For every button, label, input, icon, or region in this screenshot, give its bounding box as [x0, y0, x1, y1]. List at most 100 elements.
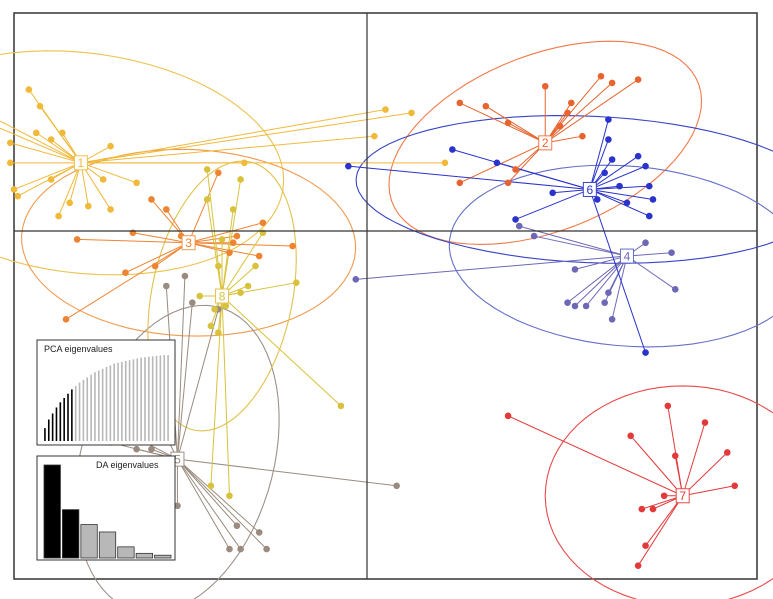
cluster-1-ellipse — [0, 50, 285, 276]
cluster-1-label-text: 1 — [78, 156, 85, 170]
cluster-8-spoke — [221, 282, 297, 297]
cluster-4-point — [671, 286, 679, 293]
cluster-2-spoke — [544, 82, 613, 144]
cluster-4-point — [668, 249, 675, 257]
cluster-7-label-box — [675, 488, 690, 504]
cluster-3-point — [148, 196, 155, 203]
cluster-1-point — [10, 186, 18, 193]
cluster-8-point — [222, 302, 230, 310]
cluster-3-point — [151, 262, 159, 270]
cluster-3-point — [229, 239, 237, 247]
cluster-8-point — [196, 292, 204, 300]
cluster-1-point — [441, 159, 449, 167]
cluster-4-spoke — [574, 255, 628, 270]
cluster-6-point — [645, 212, 653, 220]
cluster-1-point — [6, 139, 14, 147]
cluster-1-point — [99, 176, 107, 183]
cluster-2-spoke — [459, 102, 546, 144]
cluster-8-label-text: 8 — [219, 289, 226, 303]
cluster-1-point — [107, 206, 114, 213]
cluster-4-label-text: 4 — [624, 249, 631, 263]
cluster-7-ellipse — [544, 385, 773, 599]
cluster-2-point — [541, 82, 549, 90]
cluster-3-point — [73, 236, 81, 243]
cluster-6-spoke — [589, 155, 639, 190]
cluster-5-spoke — [177, 458, 397, 487]
cluster-5-spoke — [176, 309, 219, 460]
cluster-1-spoke — [10, 142, 82, 164]
cluster-7-spoke — [645, 495, 684, 547]
cluster-7-point — [701, 419, 709, 426]
cluster-4-point — [605, 289, 612, 296]
cluster-4-label: 4 — [619, 248, 634, 264]
cluster-1-point — [55, 212, 62, 220]
cluster-1-label-box — [73, 155, 88, 171]
cluster-8-point — [203, 166, 211, 173]
cluster-8-spoke — [221, 295, 230, 496]
cluster-4-point — [530, 232, 538, 240]
cluster-4-point — [515, 222, 523, 230]
da-bars — [43, 464, 172, 559]
cluster-8-ellipse — [147, 160, 297, 432]
cluster-2-point — [512, 166, 519, 173]
cluster-7-spoke — [682, 452, 728, 497]
cluster-8-point — [244, 282, 252, 290]
cluster-4-point — [642, 239, 649, 247]
cluster-4-ellipse — [448, 164, 773, 348]
cluster-6-point — [642, 162, 649, 170]
cluster-2-label-text: 2 — [542, 136, 549, 150]
cluster-1-point — [408, 109, 415, 117]
cluster-7-point — [649, 505, 657, 513]
cluster-8-label: 8 — [215, 288, 230, 304]
cluster-2-label: 2 — [538, 135, 553, 151]
cluster-4-label-box — [619, 248, 634, 264]
cluster-4-point — [582, 302, 590, 310]
cluster-8-point — [215, 262, 222, 270]
cluster-8-point — [237, 176, 244, 183]
cluster-6-point — [512, 216, 519, 223]
cluster-2-point — [504, 119, 512, 127]
cluster-1-point — [47, 176, 55, 183]
cluster-8-point — [207, 322, 215, 330]
cluster-5-spoke — [177, 458, 230, 550]
cluster-3-point — [215, 169, 222, 177]
cluster-2-point — [456, 99, 464, 107]
cluster-8-spoke — [210, 295, 223, 486]
pca-inset-title: PCA eigenvalues — [44, 344, 113, 354]
cluster-6-spoke — [589, 139, 609, 190]
cluster-6-spoke — [589, 165, 646, 190]
cluster-2-point — [597, 72, 605, 80]
cluster-1-spoke — [80, 162, 112, 210]
cluster-3-spoke — [132, 232, 189, 244]
cluster-ellipses — [0, 40, 773, 599]
cluster-7-point — [504, 412, 512, 420]
cluster-8-point — [237, 289, 244, 296]
cluster-8-point — [252, 262, 259, 270]
cluster-5-point — [163, 282, 170, 290]
cluster-1-point — [6, 159, 14, 167]
cluster-8-point — [211, 306, 218, 313]
cluster-5-spoke — [176, 302, 193, 460]
cluster-6-spoke — [515, 188, 591, 220]
cluster-5-point — [263, 545, 270, 553]
cluster-6-point — [605, 116, 612, 123]
cluster-8-point — [215, 329, 222, 336]
cluster-3-spoke — [125, 242, 189, 274]
cluster-2-point — [634, 76, 642, 83]
cluster-5-point — [393, 482, 400, 490]
cluster-7-spoke — [630, 435, 684, 497]
cluster-6-label-text: 6 — [586, 183, 593, 197]
cluster-3-spoke — [77, 238, 189, 244]
cluster-5-point — [148, 445, 155, 453]
cluster-5-point — [233, 522, 241, 530]
cluster-6-point — [649, 196, 657, 203]
cluster-6-spoke — [496, 162, 590, 190]
cluster-2-spoke — [459, 142, 546, 184]
cluster-7-point — [627, 432, 634, 440]
cluster-1-point — [371, 132, 378, 140]
cluster-2-point — [556, 122, 564, 130]
cluster-3-spoke — [188, 222, 264, 244]
cluster-6-point — [345, 162, 352, 170]
da-bar — [117, 546, 135, 559]
